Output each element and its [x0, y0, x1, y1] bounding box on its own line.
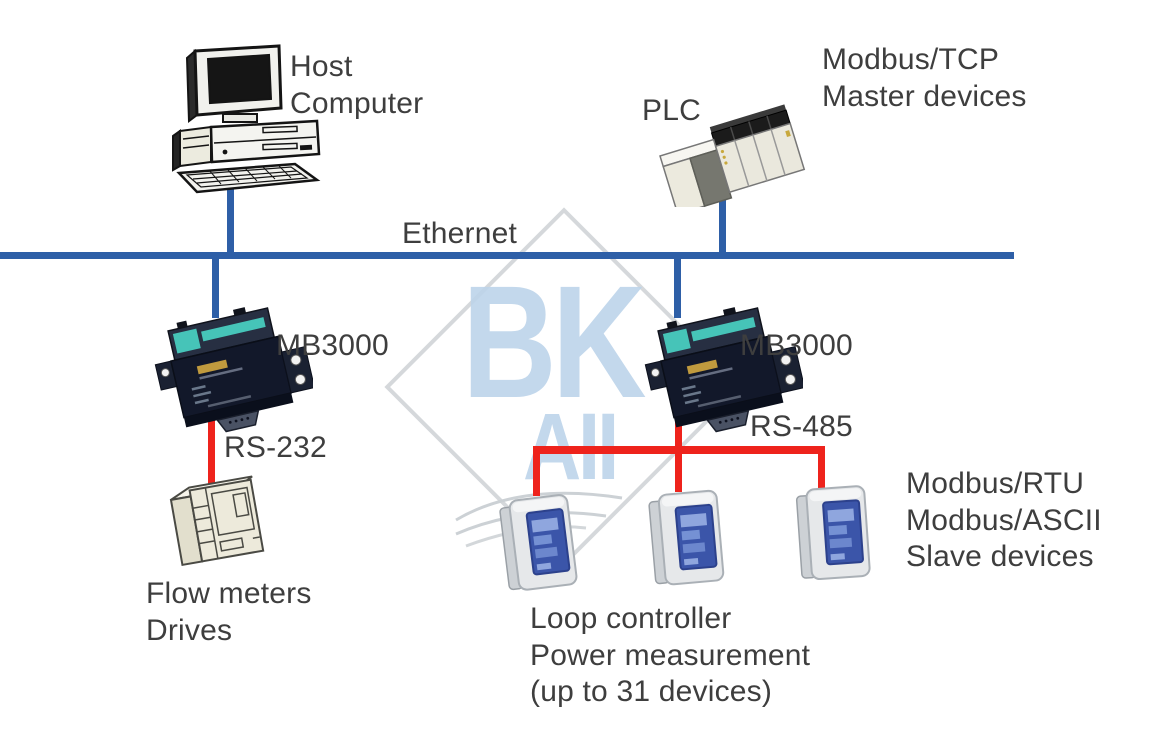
- flow-meter-icon: [169, 475, 265, 567]
- rs485-stem-line: [675, 418, 682, 454]
- host-computer-label: Host Computer: [290, 50, 424, 120]
- modbus-gateway-right-icon: [644, 307, 803, 433]
- host-computer-icon: [172, 44, 321, 194]
- gateway-right-label: MB3000: [740, 329, 853, 362]
- ethernet-label: Ethernet: [402, 217, 518, 250]
- gateway-left-label: MB3000: [276, 329, 389, 362]
- loop-controllers-label: Loop controller Power measurement (up to…: [530, 602, 811, 709]
- plc-icon: [659, 104, 806, 207]
- slave-devices-label: Modbus/RTU Modbus/ASCII Slave devices: [906, 467, 1102, 574]
- loop-controller-1-icon: [499, 494, 578, 591]
- host-ethernet-drop-line: [227, 186, 234, 256]
- rs232-label: RS-232: [224, 431, 327, 464]
- modbus-gateway-left-icon: [154, 307, 313, 433]
- rs485-drop-line-3: [818, 446, 825, 488]
- ethernet-bus-line: [0, 252, 1014, 259]
- loop-controller-3-icon: [795, 485, 871, 581]
- flow-meters-label: Flow meters Drives: [146, 577, 312, 647]
- watermark-text-bk: BK: [462, 252, 647, 431]
- plc-label: PLC: [642, 94, 701, 127]
- master-devices-label: Modbus/TCP Master devices: [822, 43, 1027, 113]
- rs485-drop-line-2: [675, 446, 682, 492]
- rs232-line: [208, 418, 215, 486]
- plc-ethernet-drop-line: [719, 192, 726, 256]
- gateway-left-ethernet-riser-line: [212, 256, 219, 318]
- rs485-label: RS-485: [750, 410, 853, 443]
- rs485-drop-line-1: [533, 446, 540, 496]
- gateway-right-ethernet-riser-line: [674, 256, 681, 318]
- loop-controller-2-icon: [648, 489, 725, 586]
